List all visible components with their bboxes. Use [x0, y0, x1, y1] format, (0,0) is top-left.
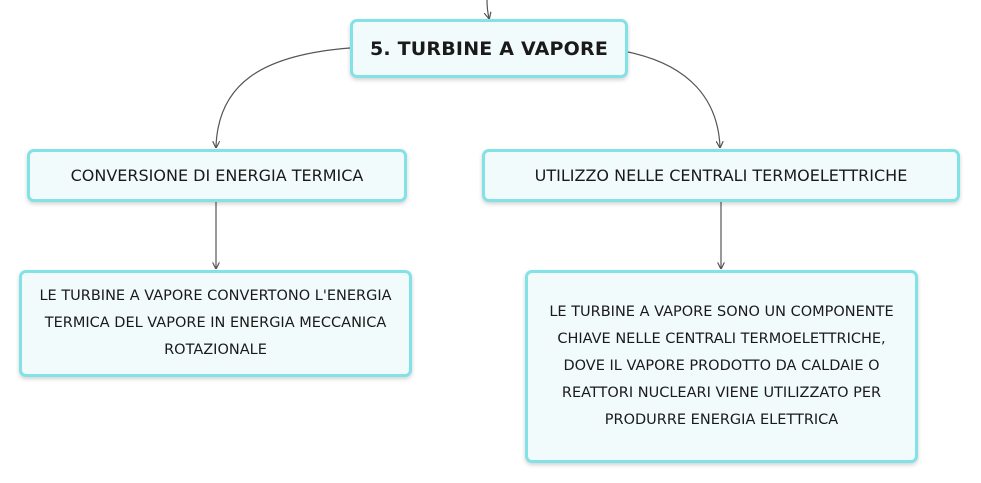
branch-node-energy-conversion[interactable]: CONVERSIONE DI ENERGIA TERMICA — [27, 149, 407, 202]
detail-text-energy-conversion: LE TURBINE A VAPORE CONVERTONO L'ENERGIA… — [39, 288, 392, 358]
branch-label-power-plants: UTILIZZO NELLE CENTRALI TERMOELETTRICHE — [534, 166, 908, 185]
root-topic-title: 5. TURBINE A VAPORE — [369, 37, 609, 60]
detail-text-power-plants: LE TURBINE A VAPORE SONO UN COMPONENTE C… — [549, 304, 894, 428]
connector-root-to-left-branch — [216, 47, 351, 147]
connector-parent-to-root — [487, 0, 489, 18]
branch-label-energy-conversion: CONVERSIONE DI ENERGIA TERMICA — [70, 166, 364, 185]
detail-node-energy-conversion[interactable]: LE TURBINE A VAPORE CONVERTONO L'ENERGIA… — [19, 270, 412, 377]
root-topic-node[interactable]: 5. TURBINE A VAPORE — [350, 19, 628, 78]
detail-node-power-plants[interactable]: LE TURBINE A VAPORE SONO UN COMPONENTE C… — [525, 270, 918, 463]
branch-node-power-plants[interactable]: UTILIZZO NELLE CENTRALI TERMOELETTRICHE — [482, 149, 960, 202]
connector-root-to-right-branch — [627, 51, 720, 147]
